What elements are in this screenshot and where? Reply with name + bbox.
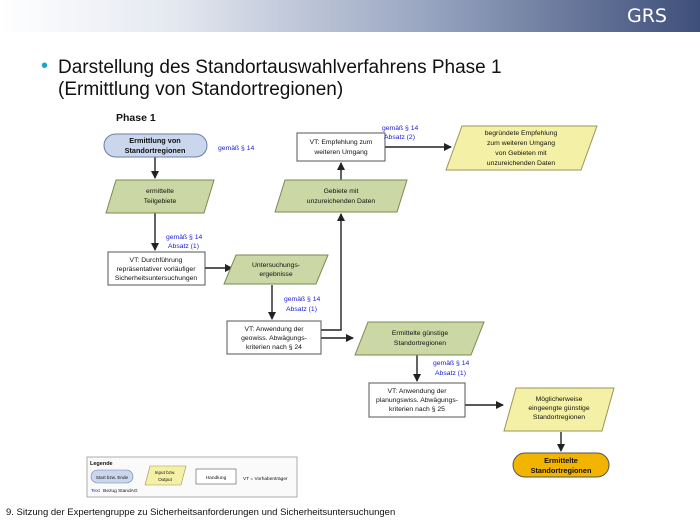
legend-text-rest: Bezug StandAG — [103, 488, 138, 494]
start-line-1: Ermittlung von — [129, 136, 180, 145]
slide-title-line-1: Darstellung des Standortauswahlverfahren… — [58, 57, 502, 78]
gebiete-unzureichend-node: Gebiete mit unzureichenden Daten — [274, 179, 408, 213]
reference-4-line-1: gemäß § 14 — [382, 125, 418, 132]
legend-text-word: Text — [91, 488, 100, 494]
vt-durchfuehrung-line-2: repräsentativer vorläufiger — [117, 266, 197, 273]
guenstige-line-1: Ermittelte günstige — [392, 330, 449, 337]
connectors — [151, 143, 565, 452]
arrow-geowiss-to-gebiete — [321, 213, 345, 331]
vt-durchfuehrung-node: VT: Durchführung repräsentativer vorläuf… — [107, 251, 206, 286]
legend-vt-note: VT = Vorhabenträger — [243, 476, 288, 482]
legend-handlung-shape — [195, 468, 237, 485]
gebiete-line-1: Gebiete mit — [324, 188, 359, 195]
legend-title: Legende — [90, 461, 113, 467]
legend-start-end-shape — [90, 469, 134, 484]
vt-geowiss-line-3: kriterien nach § 24 — [246, 344, 302, 351]
guenstige-line-2: Standortregionen — [394, 340, 446, 347]
vt-planungswiss-line-3: kriterien nach § 25 — [389, 406, 445, 413]
legend-handlung-label: Handlung — [206, 475, 227, 481]
start-node: Ermittlung von Standortregionen — [103, 133, 208, 158]
end-line-2: Standortregionen — [531, 466, 592, 475]
vt-empfehlung-node: VT: Empfehlung zum weiteren Umgang — [296, 132, 386, 162]
reference-2-line-2: Absatz (1) — [286, 306, 317, 313]
vt-geowiss-node: VT: Anwendung der geowiss. Abwägungs- kr… — [226, 320, 322, 355]
grs-logo: GRS — [627, 5, 667, 27]
reference-2-line-1: gemäß § 14 — [284, 296, 320, 303]
begruendete-empfehlung-node: begründete Empfehlung zum weiteren Umgan… — [445, 125, 598, 171]
gebiete-line-2: unzureichenden Daten — [307, 198, 376, 205]
vt-empfehlung-line-1: VT: Empfehlung zum — [310, 139, 373, 146]
legend-start-end-label: Start bzw. Ende — [96, 475, 129, 480]
end-node: Ermittelte Standortregionen — [512, 452, 610, 478]
vt-planungswiss-line-2: planungswiss. Abwägungs- — [376, 397, 458, 404]
begruendete-line-4: unzureichenden Daten — [487, 160, 556, 167]
begruendete-line-3: von Gebieten mit — [495, 150, 546, 157]
reference-3-line-2: Absatz (1) — [435, 370, 466, 377]
footer-text: 9. Sitzung der Expertengruppe zu Sicherh… — [6, 507, 396, 518]
reference-1-line-2: Absatz (1) — [168, 243, 199, 250]
legend-io-shape — [144, 465, 187, 486]
vt-durchfuehrung-line-3: Sicherheitsuntersuchungen — [115, 275, 198, 282]
reference-3-line-1: gemäß § 14 — [433, 360, 469, 367]
vt-durchfuehrung-line-1: VT: Durchführung — [130, 257, 183, 264]
teilgebiete-line-2: Teilgebiete — [144, 198, 177, 205]
legend-io-line-1: Input bzw. — [155, 470, 176, 475]
moegliche-line-3: Standortregionen — [533, 414, 585, 421]
vt-empfehlung-line-2: weiteren Umgang — [313, 149, 367, 156]
phase-label: Phase 1 — [116, 112, 156, 124]
moegliche-line-1: Möglicherweise — [536, 396, 583, 403]
vt-geowiss-line-2: geowiss. Abwägungs- — [241, 335, 307, 342]
end-line-1: Ermittelte — [544, 456, 578, 465]
teilgebiete-node: ermittelte Teilgebiete — [105, 179, 215, 214]
reference-4-line-2: Absatz (2) — [384, 134, 415, 141]
begruendete-line-1: begründete Empfehlung — [485, 130, 558, 137]
start-reference: gemäß § 14 — [218, 145, 254, 152]
vt-planungswiss-node: VT: Anwendung der planungswiss. Abwägung… — [368, 382, 466, 418]
legend-io-line-2: Output — [158, 477, 173, 482]
reference-1-line-1: gemäß § 14 — [166, 234, 202, 241]
vt-geowiss-line-1: VT: Anwendung der — [245, 326, 305, 333]
moegliche-line-2: eingeengte günstige — [528, 405, 589, 412]
bullet-icon: • — [41, 55, 49, 77]
vt-planungswiss-line-1: VT: Anwendung der — [388, 388, 448, 395]
start-line-2: Standortregionen — [125, 146, 186, 155]
teilgebiete-line-1: ermittelte — [146, 188, 174, 195]
guenstige-standortregionen-node: Ermittelte günstige Standortregionen — [354, 321, 485, 356]
slide-title-line-2: (Ermittlung von Standortregionen) — [58, 79, 344, 100]
legend-text-note: Text Bezug StandAG — [91, 488, 138, 494]
ergebnisse-line-2: ergebnisse — [259, 271, 292, 278]
header-bar: GRS — [0, 0, 700, 32]
begruendete-line-2: zum weiteren Umgang — [487, 140, 555, 147]
untersuchungsergebnisse-node: Untersuchungs- ergebnisse — [223, 254, 329, 285]
ergebnisse-line-1: Untersuchungs- — [252, 262, 300, 269]
legend: Legende Start bzw. Ende Input bzw. Outpu… — [86, 456, 298, 498]
moegliche-standortregionen-node: Möglicherweise eingeengte günstige Stand… — [503, 387, 615, 432]
